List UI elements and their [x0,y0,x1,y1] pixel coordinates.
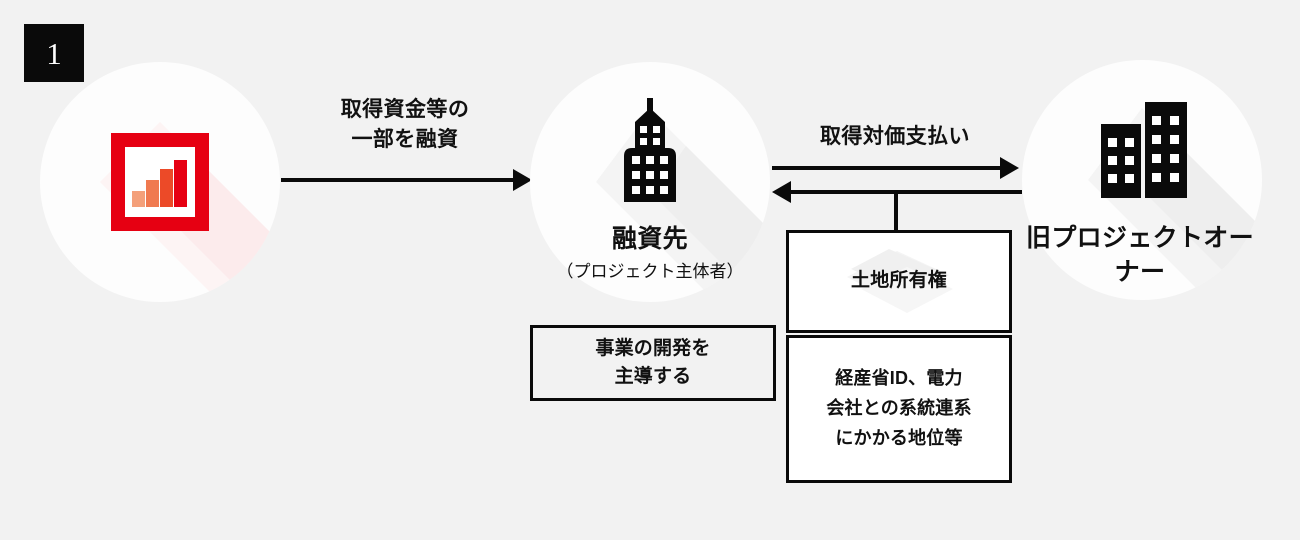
node-former-owner-circle [1022,60,1262,300]
arrow-caption-payment: 取得対価支払い [820,125,970,148]
step-number-badge: 1 [24,24,84,82]
two-office-buildings-icon [1101,102,1187,198]
box-lead-development: 事業の開発を 主導する [530,325,776,401]
node-former-owner-label: 旧プロジェクトオーナー [990,222,1290,290]
connector-vertical [894,190,898,232]
arrow-line-payment [772,166,1004,170]
former-owner-label-text: 旧プロジェクトオーナー [1026,224,1254,286]
project-entity-icon-wrap [530,62,770,302]
former-owner-icon-wrap [1022,60,1262,300]
red-framed-bar-chart-icon [111,133,209,231]
box-lead-development-text: 事業の開発を 主導する [595,337,711,388]
project-entity-label-sub: （プロジェクト主体者） [556,262,744,282]
step-number-text: 1 [46,35,62,71]
arrow-line-transfer-back [790,190,1022,194]
node-lender-circle [40,62,280,302]
project-entity-label-main: 融資先 [612,225,688,253]
arrow-head-payment [1000,157,1019,179]
arrow-line-loan [281,178,515,182]
arrow-caption-loan: 取得資金等の 一部を融資 [340,98,470,152]
lender-icon-wrap [40,62,280,302]
arrow-head-loan [513,169,532,191]
box-grid-status: 経産省ID、電力 会社との系統連系 にかかる地位等 [786,335,1012,483]
skyscraper-building-icon [624,98,676,202]
box-grid-status-text: 経産省ID、電力 会社との系統連系 にかかる地位等 [826,368,972,448]
box-land-ownership: 土地所有権 [786,230,1012,333]
arrow-head-transfer-back [772,181,791,203]
node-project-entity-label: 融資先 （プロジェクト主体者） [500,224,800,283]
node-project-entity-circle [530,62,770,302]
box-land-ownership-text: 土地所有権 [851,270,947,292]
land-plot-watermark [847,249,953,313]
